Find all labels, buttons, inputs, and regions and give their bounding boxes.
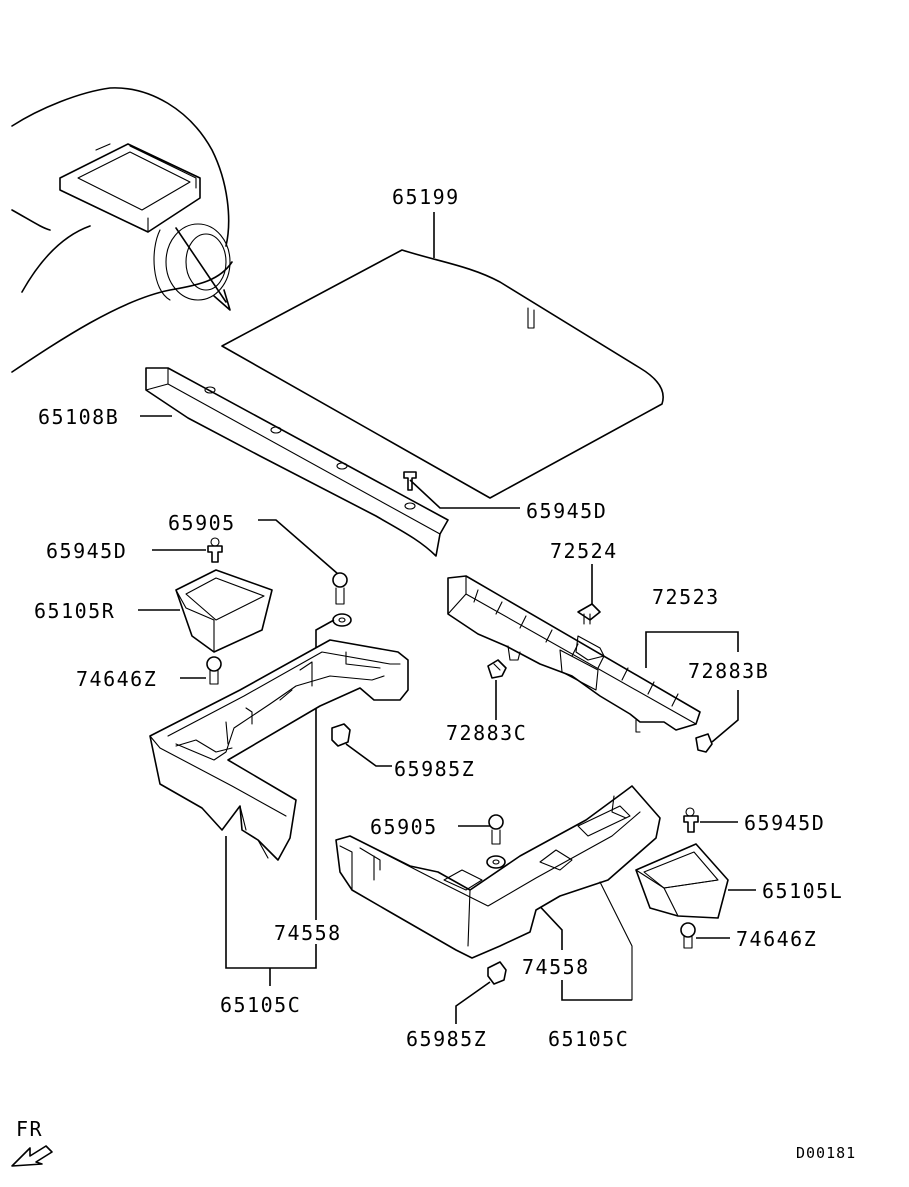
label-65105C-right: 65105C <box>548 1027 629 1051</box>
label-65905-right: 65905 <box>370 815 438 839</box>
label-74558-right: 74558 <box>522 955 590 979</box>
nut-65985Z-right <box>455 961 507 1024</box>
label-65108B: 65108B <box>38 405 119 429</box>
drawing-code: D00181 <box>796 1144 856 1162</box>
floor-tray-65105C-right <box>335 785 661 1001</box>
label-65105C-left: 65105C <box>220 993 301 1017</box>
clip-72524 <box>577 564 601 625</box>
clip-74646Z-left <box>180 656 222 685</box>
label-72883B: 72883B <box>688 659 769 683</box>
label-65945D-left: 65945D <box>46 539 127 563</box>
label-74646Z-left: 74646Z <box>76 667 157 691</box>
clip-65945D-left <box>152 537 223 563</box>
screw-65905-left <box>258 519 348 605</box>
screw-65905-right <box>458 814 504 845</box>
clip-72883B <box>695 690 739 753</box>
label-65105R: 65105R <box>34 599 115 623</box>
clip-65945D-top <box>403 471 520 509</box>
nut-65985Z-left <box>331 723 392 767</box>
label-72883C: 72883C <box>446 721 527 745</box>
front-arrow-icon <box>11 1145 53 1167</box>
label-65105L: 65105L <box>762 879 843 903</box>
floor-tray-65105C-left <box>149 639 409 861</box>
label-74646Z-right: 74646Z <box>736 927 817 951</box>
sill-trim-72523 <box>447 575 739 733</box>
label-65199: 65199 <box>392 185 460 209</box>
front-indicator-label: FR <box>16 1117 43 1141</box>
label-65985Z-left: 65985Z <box>394 757 475 781</box>
clip-72883C <box>487 659 507 720</box>
grommet-74558-left <box>315 613 352 920</box>
leader-65105C-left <box>225 836 317 986</box>
label-72523: 72523 <box>652 585 720 609</box>
vehicle-rear-context <box>11 87 233 373</box>
label-72524: 72524 <box>550 539 618 563</box>
label-65985Z-right: 65985Z <box>406 1027 487 1051</box>
clip-74646Z-right <box>680 922 730 949</box>
label-74558-left: 74558 <box>274 921 342 945</box>
clip-65945D-right <box>683 807 738 833</box>
rail-65108B <box>140 367 449 557</box>
side-box-65105R <box>138 569 273 653</box>
label-65905-left: 65905 <box>168 511 236 535</box>
side-box-65105L <box>635 843 756 919</box>
label-65945D-top: 65945D <box>526 499 607 523</box>
floor-board-65199 <box>221 212 664 499</box>
label-65945D-right: 65945D <box>744 811 825 835</box>
